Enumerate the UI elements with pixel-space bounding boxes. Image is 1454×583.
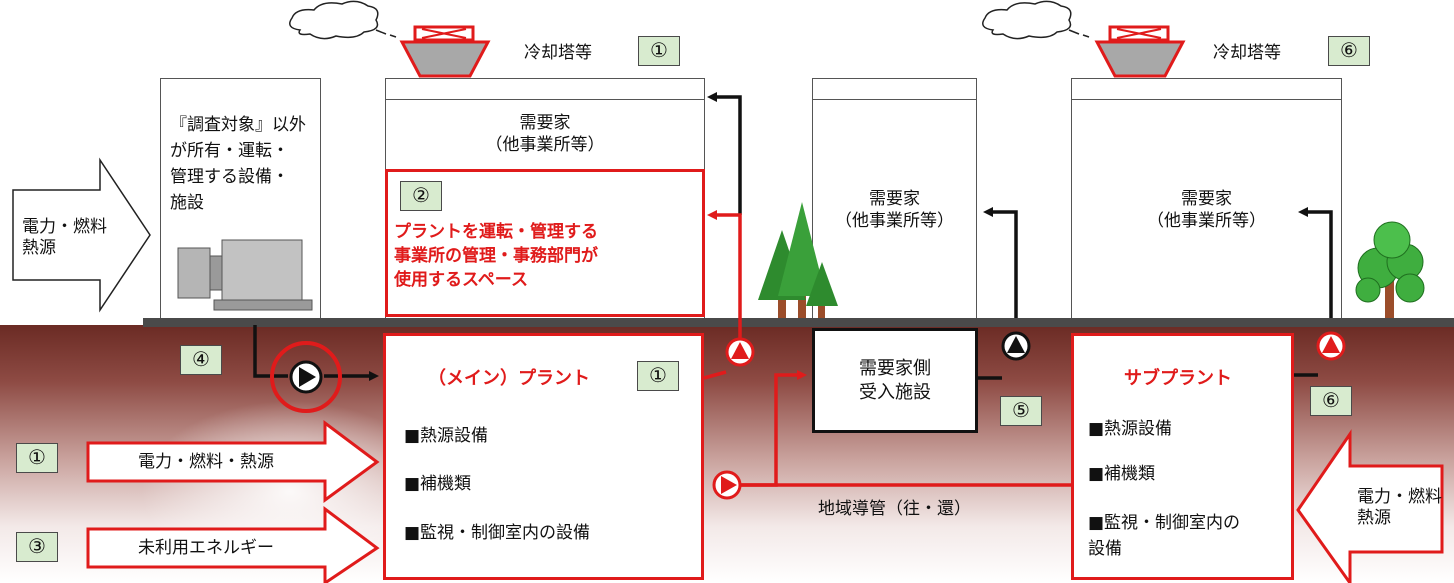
red-line-to-office: [707, 210, 742, 340]
badge-receiving: ⑤: [1000, 396, 1042, 426]
cooling-tower-icon: [399, 25, 491, 78]
supply-arrow-top: [707, 92, 742, 215]
input-arrow-left: [12, 157, 151, 313]
consumer-label: 需要家 （他事業所等）: [485, 113, 605, 155]
pump-icon-main-bottom: [712, 470, 742, 500]
cooling-tower-icon: [1094, 25, 1186, 78]
red-line-plant-to-pump: [703, 370, 727, 380]
input-unused-energy-label: 未利用エネルギー: [138, 538, 274, 558]
pump-icon-outside: [270, 341, 342, 413]
badge-office: ②: [400, 181, 442, 211]
conifer-trees-icon: [758, 202, 838, 318]
broadleaf-tree-icon: [1355, 221, 1425, 318]
supply-arrow-right: [1298, 207, 1333, 318]
cloud-icon: [289, 0, 397, 40]
office-space-label: プラントを運転・管理する 事業所の管理・事務部門が 使用するスペース: [394, 222, 598, 290]
roof-line: [386, 99, 704, 100]
ground-surface-line: [143, 318, 1454, 327]
main-plant-item: ■補機類: [404, 474, 472, 494]
consumer-building-right: [1071, 78, 1342, 322]
input-energy-label: 電力・燃料・熱源: [138, 452, 274, 472]
sub-plant-item: ■熱源設備: [1088, 419, 1173, 439]
receiving-facility-label: 需要家側 受入施設: [859, 358, 931, 403]
main-plant-item: ■熱源設備: [404, 426, 489, 446]
badge-tower-main: ①: [638, 36, 680, 66]
input-arrow-right: [1296, 429, 1444, 583]
pump-icon-sub: [1316, 331, 1346, 361]
cooling-tower-label: 冷却塔等: [1213, 43, 1281, 63]
badge-main-plant: ①: [637, 361, 679, 391]
consumer-label: 需要家 （他事業所等）: [1147, 189, 1266, 231]
outside-flow-line: [253, 325, 288, 378]
sub-plant-item: ■監視・制御室内の 設備: [1088, 513, 1241, 559]
sub-plant-title: サブプラント: [1124, 368, 1232, 389]
supply-arrow-mid: [983, 207, 1018, 318]
badge-input-1: ①: [16, 443, 58, 473]
cooling-tower-label: 冷却塔等: [524, 43, 592, 63]
input-right-label: 電力・燃料 熱源: [1357, 487, 1442, 528]
main-plant-item: ■監視・制御室内の設備: [404, 523, 591, 543]
outside-facility-label: 『調査対象』以外 が所有・運転・ 管理する設備・ 施設: [170, 115, 306, 213]
badge-outside: ④: [180, 345, 222, 375]
roof-line: [813, 99, 976, 100]
input-arrow-unused-energy: [86, 506, 380, 583]
sub-plant-item: ■補機類: [1088, 464, 1156, 484]
input-arrow-energy: [86, 420, 380, 503]
pump-icon-main-top: [725, 337, 755, 367]
pump-icon-receiving: [1001, 331, 1031, 361]
receiving-facility-box: [812, 328, 978, 433]
main-plant-title: （メイン）プラント: [428, 368, 590, 389]
badge-input-3: ③: [16, 532, 58, 562]
machine-icon: [177, 239, 313, 311]
pipeline-label: 地域導管（往・還）: [818, 499, 971, 519]
consumer-building-mid: [812, 78, 977, 322]
badge-sub-plant: ⑥: [1310, 386, 1352, 416]
cloud-icon: [982, 0, 1090, 40]
badge-tower-sub: ⑥: [1328, 36, 1370, 66]
sub-plant-box: [1071, 333, 1294, 580]
roof-line: [1072, 99, 1341, 100]
consumer-label: 需要家 （他事業所等）: [835, 189, 954, 231]
input-left-label: 電力・燃料 熱源: [22, 217, 107, 258]
district-pipeline: [741, 370, 807, 487]
